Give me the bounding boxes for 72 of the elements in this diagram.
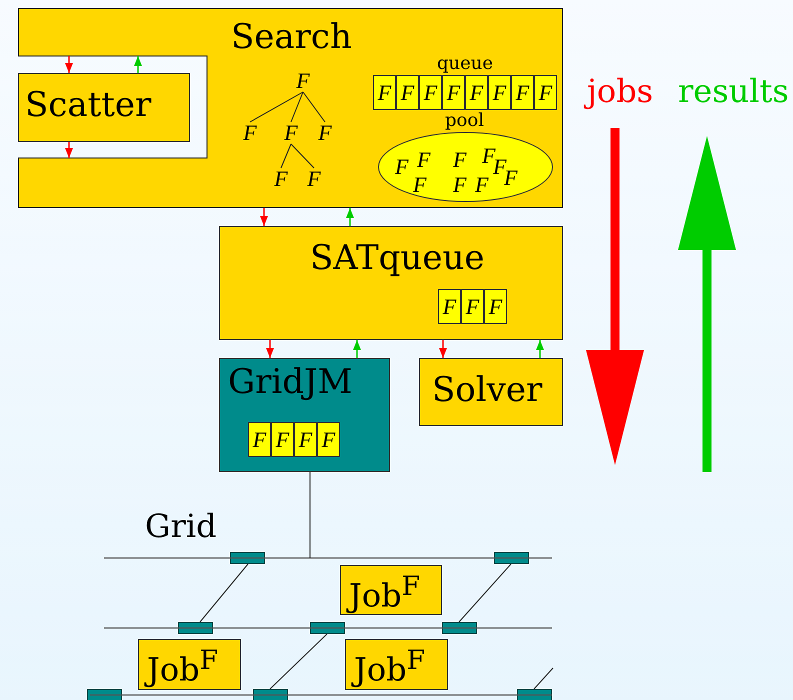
arrow: [536, 340, 544, 358]
arrow-label: results: [678, 75, 789, 107]
job-box: Job$^{F}$: [345, 639, 448, 690]
network-node-box: [494, 552, 529, 564]
formula-cell: F: [488, 75, 511, 110]
arrow: [65, 142, 73, 158]
arrow: [134, 56, 142, 73]
arrow: [346, 208, 354, 226]
pool-item-label: F: [417, 149, 430, 171]
formula-cell: F: [461, 289, 484, 324]
formula-cell: F: [511, 75, 534, 110]
pool-item-label: F: [413, 174, 426, 196]
connector-line: [534, 668, 554, 690]
formula-cell: F: [534, 75, 557, 110]
arrow: [65, 56, 73, 73]
panel-title: Search: [231, 20, 352, 54]
pool-item-label: F: [493, 156, 506, 178]
formula-cell: F: [419, 75, 442, 110]
formula-cell: F: [373, 75, 396, 110]
connector-line: [458, 564, 512, 622]
connector-line: [290, 144, 314, 168]
network-node-box: [230, 552, 265, 564]
tree-node-label: F: [283, 122, 299, 144]
pool-item-label: F: [453, 149, 466, 171]
formula-cell: F: [294, 422, 317, 457]
box-title: GridJM: [228, 365, 352, 399]
formula-cell: F: [484, 289, 507, 324]
component-box: [219, 226, 563, 340]
component-box: [219, 358, 390, 472]
formula-cell: F: [396, 75, 419, 110]
tree-node-label: F: [295, 70, 311, 92]
pool-item-label: F: [504, 167, 518, 189]
network-node-box: [442, 622, 477, 634]
pool-item-label: F: [395, 156, 408, 178]
connector-line: [250, 92, 304, 122]
arrow: [353, 340, 361, 358]
box-title: Scatter: [25, 88, 152, 122]
connector-line: [290, 92, 304, 122]
network-node-box: [517, 689, 552, 700]
pool-label: pool: [445, 112, 484, 130]
region-label: Grid: [145, 510, 217, 542]
connector-line: [280, 144, 292, 168]
tree-node-label: F: [317, 122, 333, 144]
network-node-box: [178, 622, 213, 634]
formula-cell: F: [442, 75, 465, 110]
network-node-box: [87, 689, 122, 700]
tree-node-label: F: [242, 122, 258, 144]
tree-node-label: F: [273, 168, 289, 190]
pool-item-label: F: [482, 145, 496, 167]
pool-item-label: F: [475, 174, 488, 196]
tree-node-label: F: [306, 168, 322, 190]
formula-cell: F: [465, 75, 488, 110]
pool-item-label: F: [453, 174, 466, 196]
queue-label: queue: [437, 55, 494, 73]
component-box: [18, 73, 190, 142]
formula-cell: F: [438, 289, 461, 324]
arrow: [260, 208, 268, 226]
connector-line: [200, 564, 248, 622]
network-node-box: [310, 622, 345, 634]
box-title: Solver: [432, 373, 542, 407]
formula-cell: F: [271, 422, 294, 457]
component-box: [419, 358, 563, 426]
connector-line: [270, 634, 328, 690]
job-box: Job$^{F}$: [138, 639, 241, 690]
job-box: Job$^{F}$: [340, 565, 442, 615]
connector-line: [302, 92, 326, 122]
formula-cell: F: [317, 422, 340, 457]
formula-cell: F: [248, 422, 271, 457]
arrow: [439, 340, 447, 358]
arrow: [266, 340, 274, 358]
box-title: SATqueue: [310, 241, 484, 275]
network-node-box: [253, 689, 288, 700]
